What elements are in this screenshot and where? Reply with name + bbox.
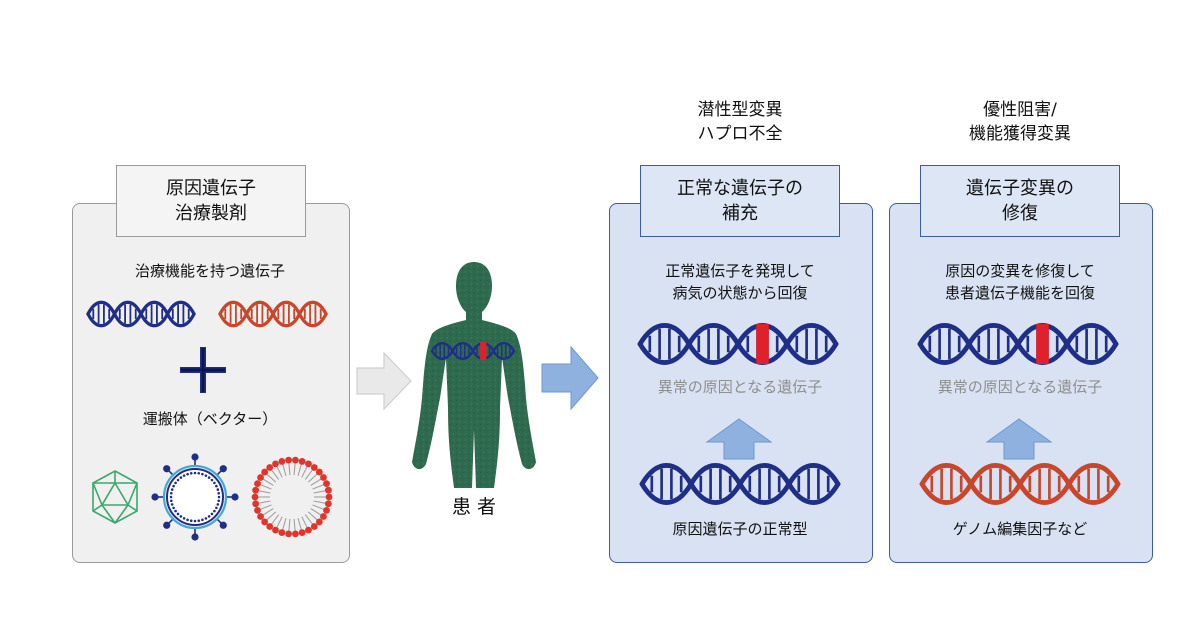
- supplement-desc-line2: 病気の状態から回復: [672, 284, 808, 302]
- repair-title-line1: 遺伝子変異の: [966, 178, 1074, 199]
- supplement-title-line1: 正常な遺伝子の: [677, 178, 803, 199]
- patient-body-icon: [412, 262, 536, 488]
- liposome-icon: [251, 456, 333, 538]
- supplement-title-line2: 補充: [722, 203, 758, 224]
- therapeutic-gene-label: 治療機能を持つ遺伝子: [134, 262, 285, 280]
- repair-bottom-label: ゲノム編集因子など: [952, 520, 1088, 538]
- repair-title-box: 遺伝子変異の 修復: [920, 165, 1120, 237]
- enveloped-virus-icon: [151, 453, 239, 541]
- supplement-indication-line1: 潜性型変異: [697, 100, 783, 120]
- arrow-up-blue-icon: [985, 418, 1053, 460]
- supplement-desc-line1: 正常遺伝子を発現して: [665, 262, 815, 280]
- dna-red-icon: [218, 300, 328, 328]
- supplement-bottom-label: 原因遺伝子の正常型: [672, 520, 808, 538]
- patient-dna-icon: [430, 342, 516, 360]
- repair-desc-line1: 原因の変異を修復して: [945, 262, 1095, 280]
- therapy-title-line2: 治療製剤: [175, 203, 247, 224]
- supplement-title-box: 正常な遺伝子の 補充: [640, 165, 840, 237]
- dna-navy-icon: [86, 300, 196, 328]
- therapy-title-line1: 原因遺伝子: [166, 178, 256, 199]
- patient-label: 患 者: [451, 496, 497, 518]
- normal-dna-icon: [639, 463, 841, 505]
- genome-editing-dna-icon: [919, 463, 1121, 505]
- repair-title-line2: 修復: [1002, 203, 1038, 224]
- therapy-title-box: 原因遺伝子 治療製剤: [116, 165, 306, 237]
- repair-desc-line2: 患者遺伝子機能を回復: [944, 284, 1095, 302]
- plus-icon: [180, 347, 226, 393]
- arrow-right-blue-icon: [541, 345, 599, 411]
- supplement-panel: [609, 203, 873, 563]
- repair-indication-line1: 優性阻害/: [983, 100, 1057, 120]
- arrow-right-gray-icon: [356, 351, 412, 411]
- vector-label: 運搬体（ベクター）: [142, 410, 278, 428]
- repair-panel: [889, 203, 1153, 563]
- mutant-dna-icon: [637, 323, 839, 365]
- supplement-abnormal-gene-label: 異常の原因となる遺伝子: [657, 378, 823, 396]
- icosahedral-virus-icon: [92, 470, 138, 524]
- mutant-dna-icon: [917, 323, 1119, 365]
- repair-abnormal-gene-label: 異常の原因となる遺伝子: [937, 378, 1103, 396]
- supplement-indication-line2: ハプロ不全: [697, 124, 783, 144]
- arrow-up-blue-icon: [705, 418, 773, 460]
- repair-indication-line2: 機能獲得変異: [969, 124, 1071, 144]
